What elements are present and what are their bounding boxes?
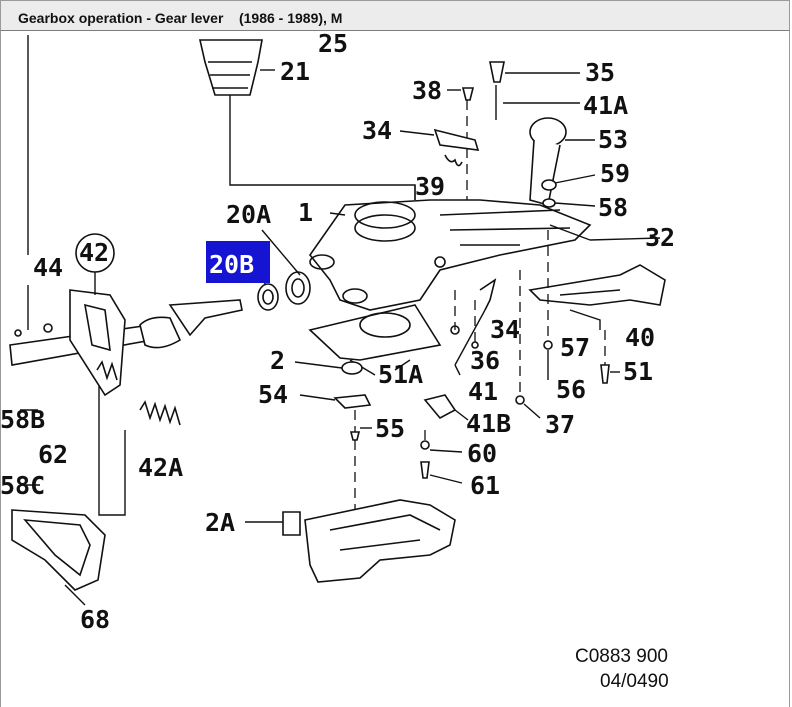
callout-41a[interactable]: 41A (583, 91, 628, 120)
part-40-plate (528, 264, 666, 306)
part-20b-bushing (257, 283, 279, 311)
drawing-date: 04/0490 (600, 671, 669, 692)
callout-55[interactable]: 55 (375, 414, 405, 443)
callout-34-mid[interactable]: 34 (490, 315, 520, 344)
callout-53[interactable]: 53 (598, 125, 628, 154)
diagram-frame (0, 31, 790, 707)
window-title: Gearbox operation - Gear lever (1986 - 1… (18, 10, 343, 26)
callout-20b-highlight (206, 241, 270, 283)
callout-59[interactable]: 59 (600, 159, 630, 188)
callout-34-top[interactable]: 34 (362, 116, 392, 145)
part-42a-spring (96, 360, 181, 426)
callout-20a[interactable]: 20A (226, 200, 271, 229)
callout-54[interactable]: 54 (258, 380, 288, 409)
callout-36[interactable]: 36 (470, 346, 500, 375)
callout-37[interactable]: 37 (545, 410, 575, 439)
callout-58b[interactable]: 58B (0, 405, 45, 434)
callout-2[interactable]: 2 (270, 346, 285, 375)
callout-60[interactable]: 60 (467, 439, 497, 468)
part-68-cover (11, 509, 106, 591)
drawing-number: C0883 900 (575, 646, 668, 667)
callout-51[interactable]: 51 (623, 357, 653, 386)
callout-61[interactable]: 61 (470, 471, 500, 500)
callout-38[interactable]: 38 (412, 76, 442, 105)
callout-51a[interactable]: 51A (378, 360, 423, 389)
callout-68[interactable]: 68 (80, 605, 110, 634)
callout-35[interactable]: 35 (585, 58, 615, 87)
callout-44[interactable]: 44 (33, 253, 63, 282)
callout-58c[interactable]: 58C (0, 471, 45, 500)
callout-40[interactable]: 40 (625, 323, 655, 352)
part-20a-seal (285, 271, 311, 305)
callout-41[interactable]: 41 (468, 377, 498, 406)
callout-39[interactable]: 39 (415, 172, 445, 201)
part-shift-rod (9, 299, 243, 366)
callout-21[interactable]: 21 (280, 57, 310, 86)
part-42-bracket (69, 233, 126, 397)
part-1-housing (309, 199, 592, 311)
callout-58[interactable]: 58 (598, 193, 628, 222)
callout-42a[interactable]: 42A (138, 453, 183, 482)
callout-62[interactable]: 62 (38, 440, 68, 469)
callout-20b[interactable]: 20B (209, 250, 254, 279)
part-51a-plate (308, 304, 442, 361)
part-2a-base (282, 499, 456, 583)
callout-1[interactable]: 1 (298, 198, 313, 227)
callout-32[interactable]: 32 (645, 223, 675, 252)
part-53-gear-lever (489, 61, 567, 208)
callout-57[interactable]: 57 (560, 333, 590, 362)
callout-42[interactable]: 42 (79, 238, 109, 267)
callout-2a[interactable]: 2A (205, 508, 235, 537)
callout-25[interactable]: 25 (318, 29, 348, 58)
callout-41b[interactable]: 41B (466, 409, 511, 438)
window-titlebar: Gearbox operation - Gear lever (1986 - 1… (0, 0, 790, 31)
callout-56[interactable]: 56 (556, 375, 586, 404)
